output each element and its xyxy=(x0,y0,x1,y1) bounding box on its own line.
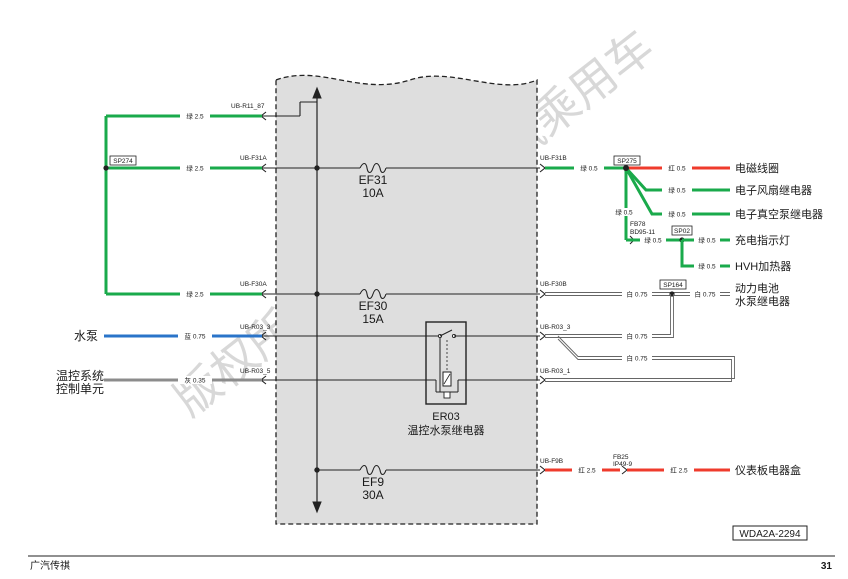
r03-1-wire-label-bg xyxy=(622,354,652,362)
sp164-label: SP164 xyxy=(663,282,683,289)
battery-pump-line1: 动力电池 xyxy=(735,282,779,295)
wire-sp02-in-label: 绿 0.5 xyxy=(644,236,662,245)
conn-fb25: FB25 xyxy=(613,454,629,461)
battery-pump-line2: 水泵继电器 xyxy=(735,295,790,308)
r11-internal xyxy=(262,101,317,117)
ef31-output-network: 绿 0.5 红 0.5 电磁线圈 绿 0.5 电子风扇继电器 绿 0.5 电子真… xyxy=(545,155,823,273)
er03-name: ER03 xyxy=(432,411,460,423)
temp-ctrl-line1: 温控系统 xyxy=(56,369,104,383)
hvh-label: HVH加热器 xyxy=(735,260,791,273)
r03-loop xyxy=(545,335,735,382)
sp02-label: SP02 xyxy=(674,228,690,235)
temp-control-wire: 灰 0.35 温控系统 控制单元 xyxy=(56,369,262,396)
conn-ub-r03-3-right: UB-R03_3 xyxy=(540,324,571,331)
ef30-output-network: 白 0.75 白 0.75 SP164 白 0.75 动力电池 水泵继电器 xyxy=(545,279,790,341)
wire-coil-label: 红 0.5 xyxy=(668,164,686,173)
wire-hvh-label: 绿 0.5 xyxy=(698,262,716,271)
ef31-line: EF31 10A xyxy=(262,162,540,200)
ef30-rating: 15A xyxy=(362,312,383,326)
sp274-label: SP274 xyxy=(113,158,133,165)
conn-ub-r03-5: UB-R03_5 xyxy=(240,368,271,375)
er03-relay: ER03 温控水泵继电器 xyxy=(262,321,540,437)
conn-ub-r03-3-left: UB-R03_3 xyxy=(240,324,271,331)
wire-temp-label: 灰 0.35 xyxy=(185,376,206,385)
fan-relay-label: 电子风扇继电器 xyxy=(735,183,812,197)
water-pump-label: 水泵 xyxy=(74,329,98,343)
wire-f9b-out-label: 红 2.5 xyxy=(670,466,688,475)
conn-ub-r03-1: UB-R03_1 xyxy=(540,368,571,375)
wire-sp164-label: 白 0.75 xyxy=(695,290,716,299)
vacuum-relay-label: 电子真空泵继电器 xyxy=(735,207,823,221)
wire-r11-label: 绿 2.5 xyxy=(186,112,204,121)
conn-ub-f30a: UB-F30A xyxy=(240,281,267,288)
sp274-node xyxy=(103,165,109,171)
conn-ub-f31a: UB-F31A xyxy=(240,155,267,162)
wire-pump-label: 蓝 0.75 xyxy=(185,332,206,341)
wire-fan-label: 绿 0.5 xyxy=(668,186,686,195)
wire-f31a-label: 绿 2.5 xyxy=(186,164,204,173)
er03-label: 温控水泵继电器 xyxy=(408,423,485,437)
sp275-label: SP275 xyxy=(617,158,637,165)
wire-drop-label: 绿 0.5 xyxy=(615,208,633,217)
left-wire-labels: 绿 2.5 绿 2.5 绿 2.5 xyxy=(180,112,210,299)
conn-ub-f9b: UB-F9B xyxy=(540,458,563,465)
diagram-id: WDA2A-2294 xyxy=(739,529,801,540)
fuse-box-outline xyxy=(275,74,538,525)
conn-ip49-9: IP49-9 xyxy=(613,461,633,468)
ef30-line: EF30 15A xyxy=(262,288,540,326)
diagram-id-box xyxy=(732,525,808,541)
ef9-line: EF9 30A xyxy=(317,464,540,502)
charge-lamp-label: 充电指示灯 xyxy=(735,233,790,247)
conn-fb78: FB78 xyxy=(630,221,646,228)
conn-ub-f31b: UB-F31B xyxy=(540,155,567,162)
ef30-name: EF30 xyxy=(359,299,388,313)
ef31-name: EF31 xyxy=(359,173,388,187)
sp275-node xyxy=(623,165,629,171)
ef9-fuse-symbol xyxy=(359,464,387,476)
water-pump-wire: 蓝 0.75 水泵 xyxy=(74,329,262,343)
wire-r03-3-label: 白 0.75 xyxy=(627,332,648,341)
right-connector-symbols xyxy=(539,163,546,475)
page-number: 31 xyxy=(821,561,833,572)
connector-labels: UB-R11_87 UB-F31A UB-F30A UB-R03_3 UB-R0… xyxy=(231,103,571,465)
conn-ub-f30b: UB-F30B xyxy=(540,281,567,288)
ef9-output-network: 红 2.5 FB25 IP49-9 红 2.5 仪表板电器盒 xyxy=(545,454,801,477)
wire-charge-label: 绿 0.5 xyxy=(698,236,716,245)
conn-ub-r11-87: UB-R11_87 xyxy=(231,103,265,110)
temp-ctrl-line2: 控制单元 xyxy=(56,382,104,396)
footer-brand: 广汽传祺 xyxy=(30,559,70,572)
conn-bd95-11: BD95-11 xyxy=(630,229,656,236)
wire-vac-label: 绿 0.5 xyxy=(668,210,686,219)
ip-box-label: 仪表板电器盒 xyxy=(735,463,801,477)
ef9-rating: 30A xyxy=(362,488,383,502)
wire-f30b-label: 白 0.75 xyxy=(627,290,648,299)
green-feed-wires xyxy=(104,114,262,296)
sp274-box xyxy=(109,155,137,166)
coil-label: 电磁线圈 xyxy=(735,161,779,175)
wire-f30a-label: 绿 2.5 xyxy=(186,290,204,299)
ef31-fuse-symbol xyxy=(359,162,387,174)
ef31-rating: 10A xyxy=(362,186,383,200)
wire-f9b-label: 红 2.5 xyxy=(578,466,596,475)
ef9-name: EF9 xyxy=(362,475,384,489)
wire-f31b-label: 绿 0.5 xyxy=(580,164,598,173)
wire-r03-1-label: 白 0.75 xyxy=(627,354,648,363)
ef30-fuse-symbol xyxy=(359,288,387,300)
